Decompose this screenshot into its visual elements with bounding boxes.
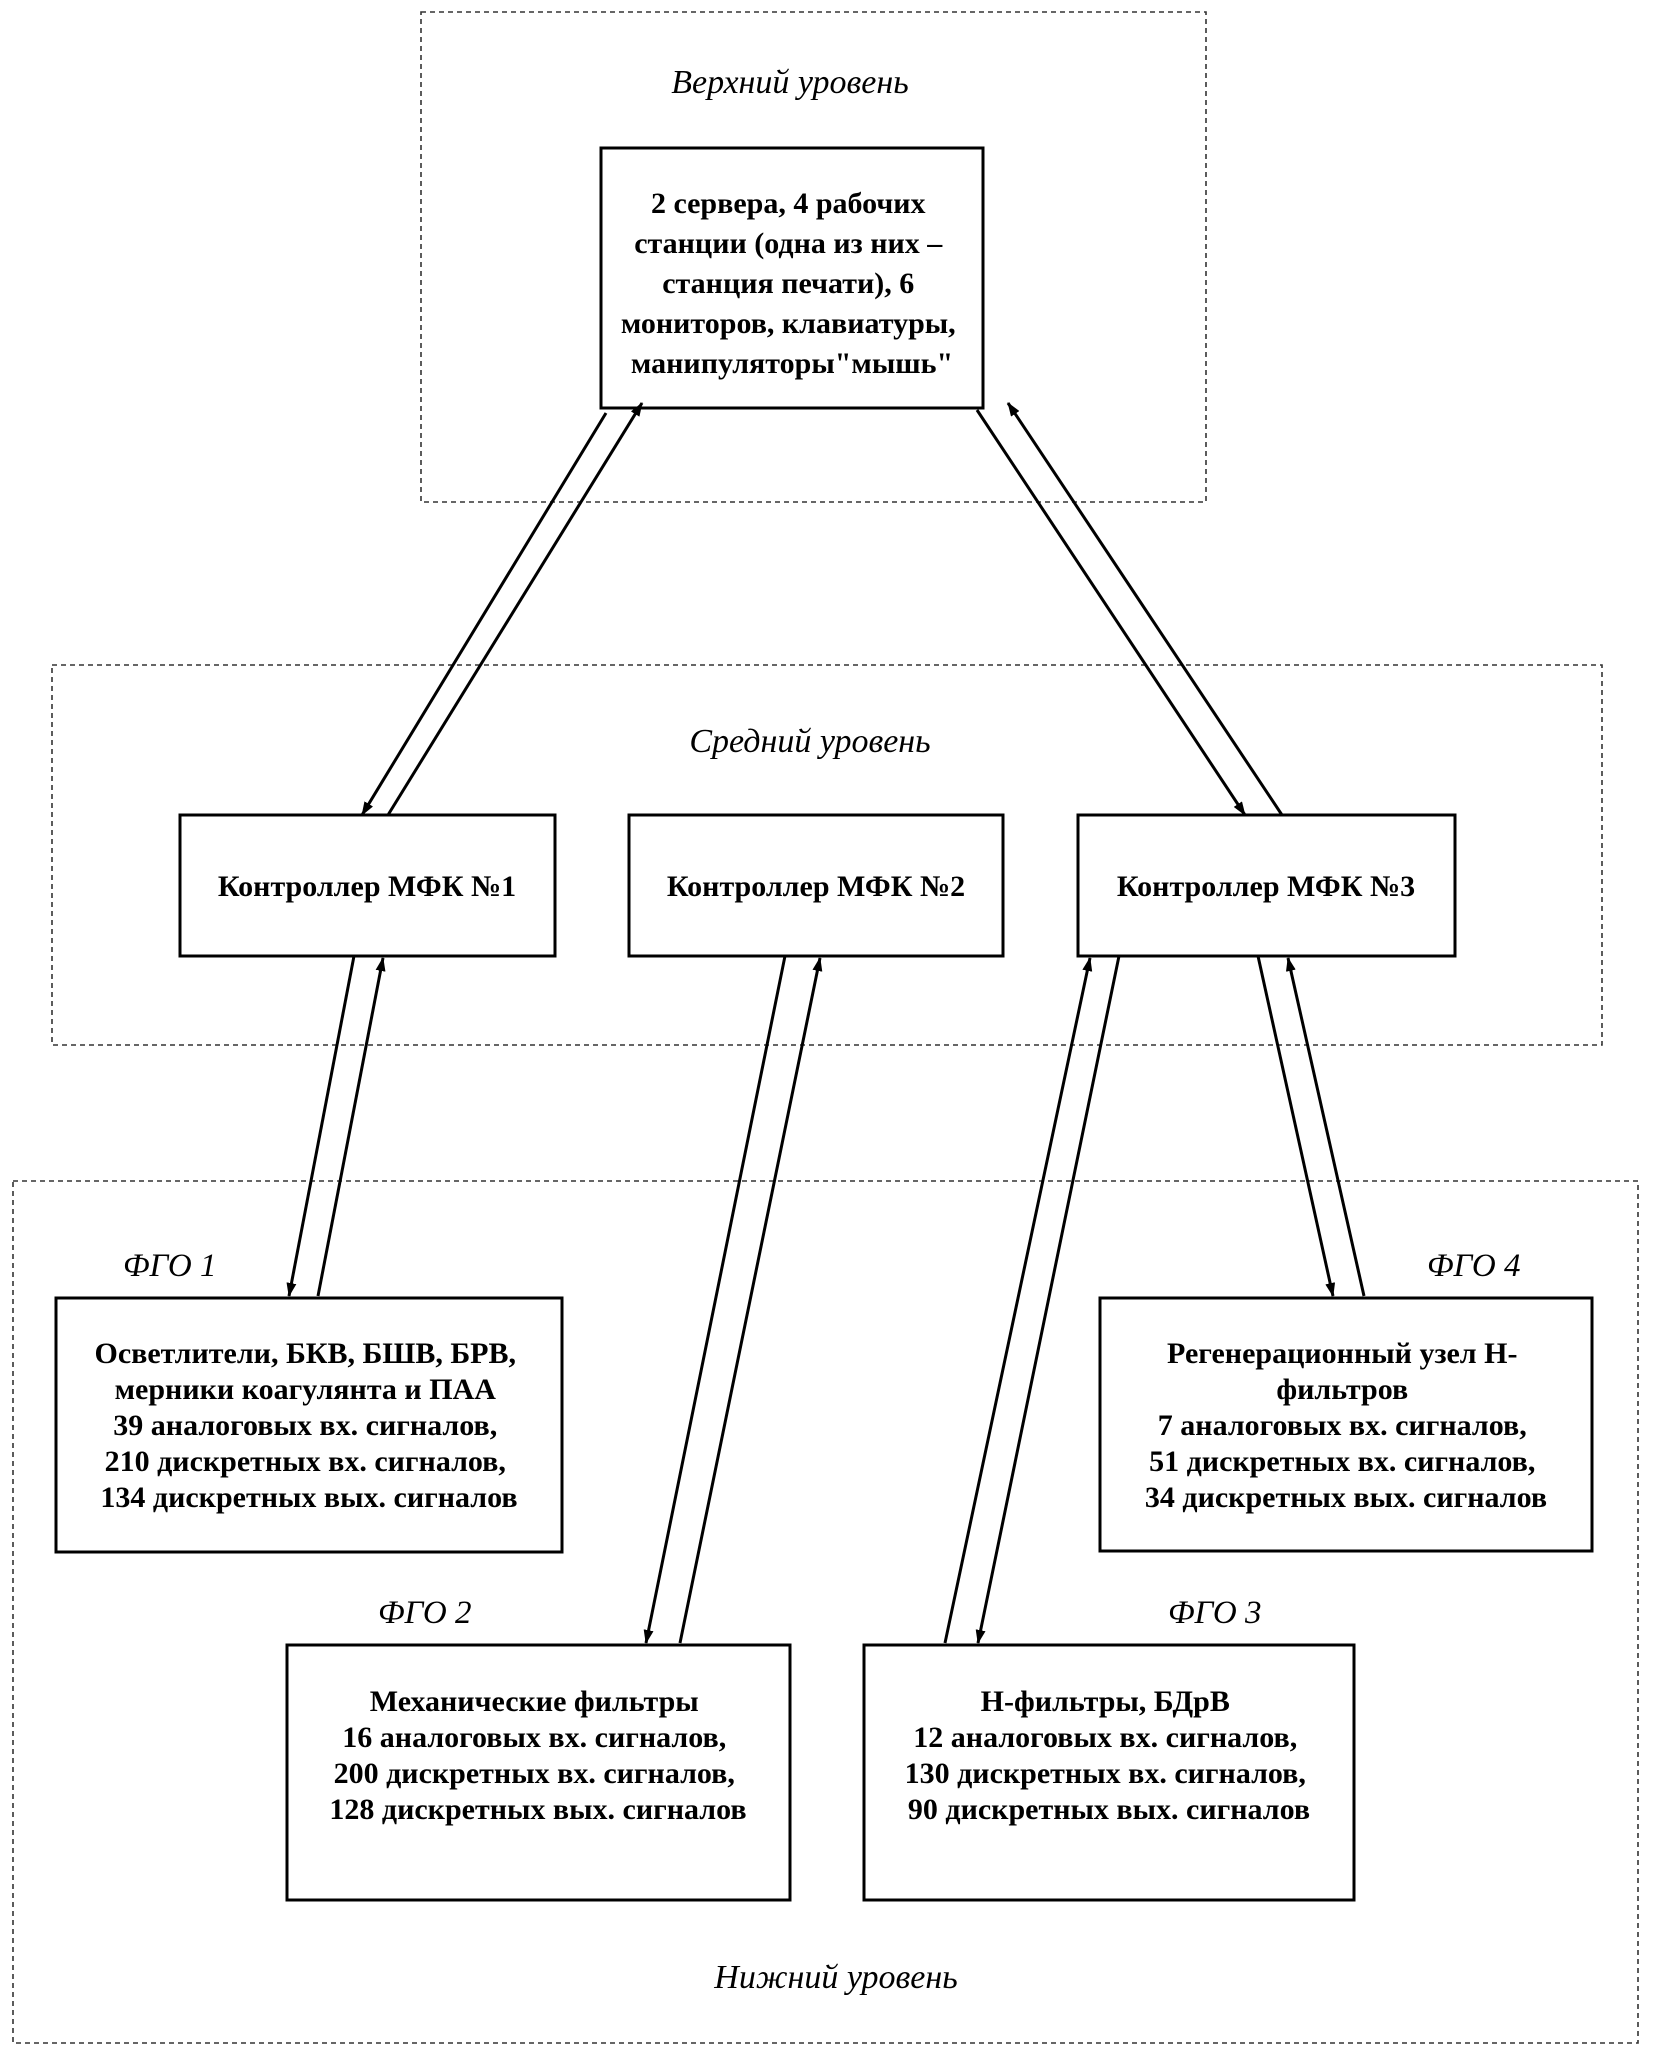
bottom-level-title: Нижний уровень [713,1959,957,1996]
fgo-1-line: Осветлители, БКВ, БШВ, БРВ, [95,1337,517,1370]
arrow-up [316,957,386,1297]
link-servers-controller-3 [975,402,1284,816]
controller-3: Контроллер МФК №3 [1076,813,1457,958]
servers-line: манипуляторы"мышь" [631,347,953,380]
fgo-3-box [862,1643,1356,1902]
fgo-4-line: Регенерационный узел Н- [1167,1337,1517,1370]
fgo-2: ФГО 2 Механические фильтры 16 аналоговых… [285,1595,792,1902]
fgo-1-line: 210 дискретных вх. сигналов, [105,1445,506,1478]
fgo-1-label: ФГО 1 [123,1248,216,1284]
arrow-down [286,955,356,1297]
fgo-1: ФГО 1 Осветлители, БКВ, БШВ, БРВ, мерник… [54,1248,564,1554]
fgo-4-line: 51 дискретных вх. сигналов, [1149,1445,1535,1478]
fgo-2-label: ФГО 2 [378,1595,471,1631]
fgo-3-label: ФГО 3 [1168,1595,1261,1631]
arrow-down [643,955,787,1644]
fgo-2-line: Механические фильтры [370,1685,699,1718]
top-level-title: Верхний уровень [671,64,908,101]
controller-1-label: Контроллер МФК №1 [218,870,516,903]
middle-level-title: Средний уровень [689,723,930,760]
controller-3-label: Контроллер МФК №3 [1117,870,1415,903]
fgo-4-box [1098,1296,1594,1553]
fgo-4-line: 34 дискретных вых. сигналов [1145,1481,1547,1514]
fgo-4: ФГО 4 Регенерационный узел Н- фильтров 7… [1098,1248,1594,1553]
fgo-3-line: 130 дискретных вх. сигналов, [905,1757,1306,1790]
fgo-2-box [285,1643,792,1902]
arrow-down [975,955,1121,1644]
fgo-4-text: Регенерационный узел Н- фильтров 7 анало… [1145,1337,1547,1514]
controller-2-label: Контроллер МФК №2 [667,870,965,903]
fgo-2-line: 200 дискретных вх. сигналов, [334,1757,735,1790]
servers-line: 2 сервера, 4 рабочих [651,187,926,220]
servers-line: станции (одна из них – [634,227,943,260]
middle-level-frame [51,664,1603,1046]
servers-line: мониторов, клавиатуры, [621,307,956,340]
bottom-level: Нижний уровень [12,1180,1639,2044]
controller-2-box [627,813,1005,958]
fgo-4-line: фильтров [1276,1373,1408,1406]
arrow-down [975,409,1247,816]
middle-level: Средний уровень [51,664,1603,1046]
fgo-3-line: 12 аналоговых вх. сигналов, [913,1721,1297,1754]
fgo-1-line: 39 аналоговых вх. сигналов, [113,1409,497,1442]
fgo-4-line: 7 аналоговых вх. сигналов, [1158,1409,1527,1442]
arrow-down [360,412,608,816]
servers-text: 2 сервера, 4 рабочих станции (одна из ни… [621,187,963,380]
link-controller-3-fgo-4 [1256,955,1366,1297]
fgo-3-text: Н-фильтры, БДрВ 12 аналоговых вх. сигнал… [905,1685,1314,1826]
servers-line: станция печати), 6 [662,267,914,300]
fgo-3-line: Н-фильтры, БДрВ [981,1685,1230,1718]
fgo-1-text: Осветлители, БКВ, БШВ, БРВ, мерники коаг… [95,1337,524,1514]
controller-1-box [178,813,557,958]
arrow-up [943,957,1093,1644]
top-level: Верхний уровень [420,11,1207,503]
fgo-2-line: 16 аналоговых вх. сигналов, [342,1721,726,1754]
controller-1: Контроллер МФК №1 [178,813,557,958]
fgo-1-box [54,1296,564,1554]
fgo-1-line: мерники коагулянта и ПАА [115,1373,497,1406]
controller-2: Контроллер МФК №2 [627,813,1005,958]
servers-node: 2 сервера, 4 рабочих станции (одна из ни… [599,146,985,410]
link-servers-controller-1 [360,402,644,816]
fgo-3-line: 90 дискретных вых. сигналов [908,1793,1310,1826]
fgo-4-label: ФГО 4 [1427,1248,1520,1284]
arrow-down [1256,955,1336,1297]
controller-3-box [1076,813,1457,958]
arrow-up [1285,957,1366,1297]
link-controller-2-fgo-2 [643,955,823,1644]
bottom-level-frame [12,1180,1639,2044]
arrow-up [386,402,644,816]
arrow-up [1006,402,1284,816]
top-level-frame [420,11,1207,503]
link-controller-3-fgo-3 [943,955,1121,1644]
fgo-2-text: Механические фильтры 16 аналоговых вх. с… [329,1685,746,1826]
fgo-1-line: 134 дискретных вых. сигналов [100,1481,517,1514]
link-controller-1-fgo-1 [286,955,386,1297]
fgo-3: ФГО 3 Н-фильтры, БДрВ 12 аналоговых вх. … [862,1595,1356,1902]
servers-box [599,146,985,410]
fgo-2-line: 128 дискретных вых. сигналов [329,1793,746,1826]
arrow-up [678,957,823,1644]
